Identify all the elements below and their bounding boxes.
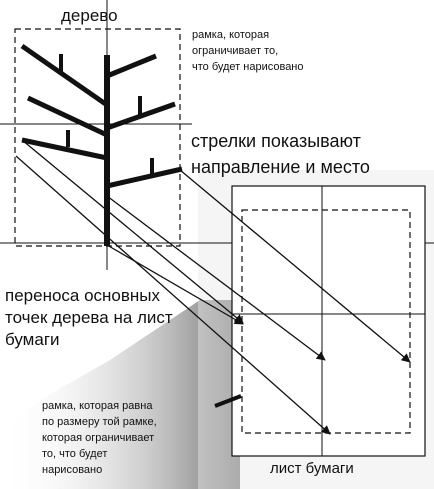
tree-branch-left-3 xyxy=(21,137,108,161)
arrow-3 xyxy=(21,139,244,324)
shadow-shape xyxy=(0,300,240,489)
label-transfer-note: переноса основных точек дерева на лист б… xyxy=(5,286,173,349)
tree-branch-right-1 xyxy=(106,53,157,79)
label-equal-frame-note: рамка, которая равна по размеру той рамк… xyxy=(42,400,157,476)
tree-branch-left-1 xyxy=(20,43,109,108)
arrow-2 xyxy=(106,195,326,361)
label-frame-note: рамка, которая ограничивает то, что буде… xyxy=(192,29,304,73)
label-sheet: лист бумаги xyxy=(270,460,354,477)
label-tree: дерево xyxy=(61,6,118,25)
tree-frame xyxy=(14,28,181,247)
label-arrows-note: стрелки показывают направление и место xyxy=(191,131,370,177)
arrow-4 xyxy=(15,155,331,435)
tree-branch-right-3 xyxy=(106,166,183,189)
arrow-1 xyxy=(179,169,411,363)
tree-branch-left-2 xyxy=(26,95,109,138)
note-pointer xyxy=(214,394,242,408)
transfer-arrows xyxy=(15,139,411,435)
paper-sheet xyxy=(231,185,426,457)
tree-drawing xyxy=(20,43,183,246)
arrow-5 xyxy=(106,244,244,325)
